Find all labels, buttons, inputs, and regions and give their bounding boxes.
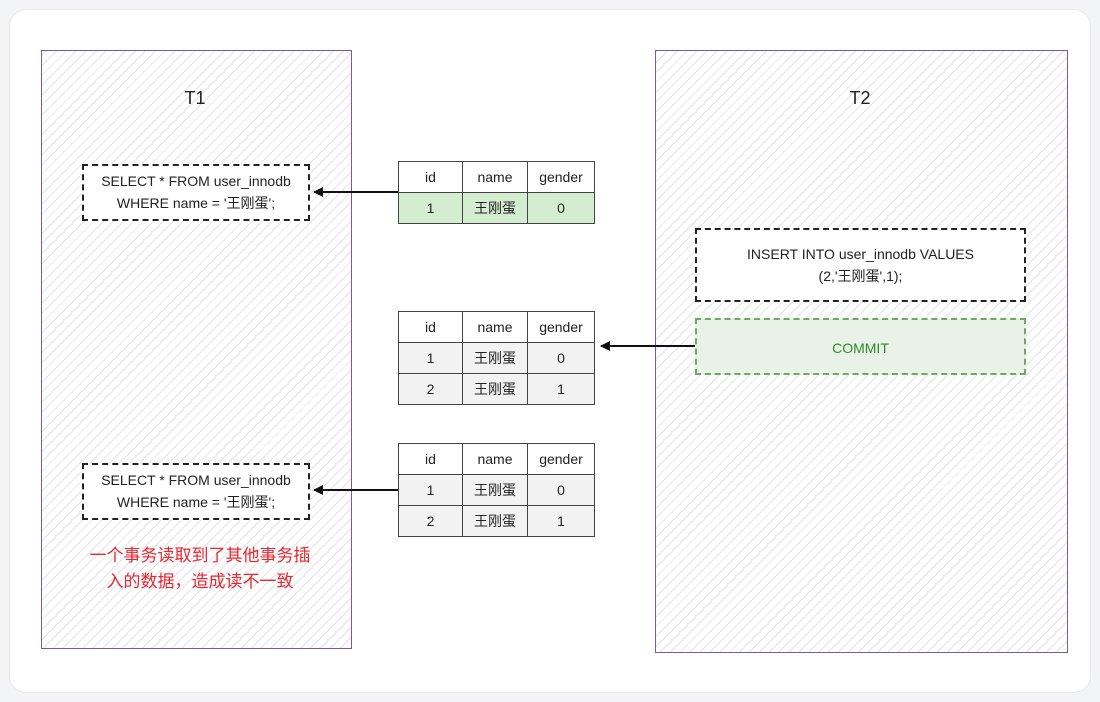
cell-gender: 0 (527, 474, 595, 506)
result-table-3: id name gender 1 王刚蛋 0 2 王刚蛋 1 (398, 443, 595, 537)
header-name: name (462, 311, 528, 343)
table-row: 2 王刚蛋 1 (398, 373, 595, 405)
query-line: SELECT * FROM user_innodb (101, 173, 291, 189)
query-line: WHERE name = '王刚蛋'; (116, 195, 276, 211)
t1-select-query-2: SELECT * FROM user_innodb WHERE name = '… (82, 463, 310, 520)
t1-select-query-1: SELECT * FROM user_innodb WHERE name = '… (82, 164, 310, 221)
cell-gender: 0 (527, 342, 595, 374)
table-row: 1 王刚蛋 0 (398, 192, 595, 224)
cell-name: 王刚蛋 (462, 342, 528, 374)
cell-gender: 1 (527, 505, 595, 537)
header-name: name (462, 161, 528, 193)
cell-id: 1 (398, 474, 463, 506)
t2-commit: COMMIT (695, 318, 1026, 375)
cell-name: 王刚蛋 (462, 474, 528, 506)
note-line: 一个事务读取到了其他事务插 (89, 546, 311, 565)
table-row: 2 王刚蛋 1 (398, 505, 595, 537)
query-line: SELECT * FROM user_innodb (101, 472, 291, 488)
cell-gender: 1 (527, 373, 595, 405)
header-id: id (398, 161, 463, 193)
header-id: id (398, 443, 463, 475)
result-table-1: id name gender 1 王刚蛋 0 (398, 161, 595, 224)
header-gender: gender (527, 161, 595, 193)
cell-gender: 0 (527, 192, 595, 224)
t2-title: T2 (849, 88, 871, 108)
header-id: id (398, 311, 463, 343)
cell-id: 1 (398, 192, 463, 224)
note-line: 入的数据，造成读不一致 (106, 572, 294, 591)
t1-panel (41, 50, 352, 649)
table-header-row: id name gender (398, 443, 595, 475)
table-row: 1 王刚蛋 0 (398, 342, 595, 374)
table-row: 1 王刚蛋 0 (398, 474, 595, 506)
table-header-row: id name gender (398, 161, 595, 193)
header-name: name (462, 443, 528, 475)
table-header-row: id name gender (398, 311, 595, 343)
query-line: INSERT INTO user_innodb VALUES (747, 246, 974, 262)
query-line: WHERE name = '王刚蛋'; (116, 494, 276, 510)
t2-insert-query: INSERT INTO user_innodb VALUES (2,'王刚蛋',… (695, 228, 1026, 302)
cell-name: 王刚蛋 (462, 373, 528, 405)
cell-id: 2 (398, 505, 463, 537)
cell-name: 王刚蛋 (462, 192, 528, 224)
header-gender: gender (527, 443, 595, 475)
t1-title: T1 (184, 88, 206, 108)
cell-name: 王刚蛋 (462, 505, 528, 537)
phantom-read-note: 一个事务读取到了其他事务插 入的数据，造成读不一致 (60, 543, 340, 595)
result-table-2: id name gender 1 王刚蛋 0 2 王刚蛋 1 (398, 311, 595, 405)
cell-id: 2 (398, 373, 463, 405)
header-gender: gender (527, 311, 595, 343)
query-line: (2,'王刚蛋',1); (818, 268, 903, 284)
cell-id: 1 (398, 342, 463, 374)
